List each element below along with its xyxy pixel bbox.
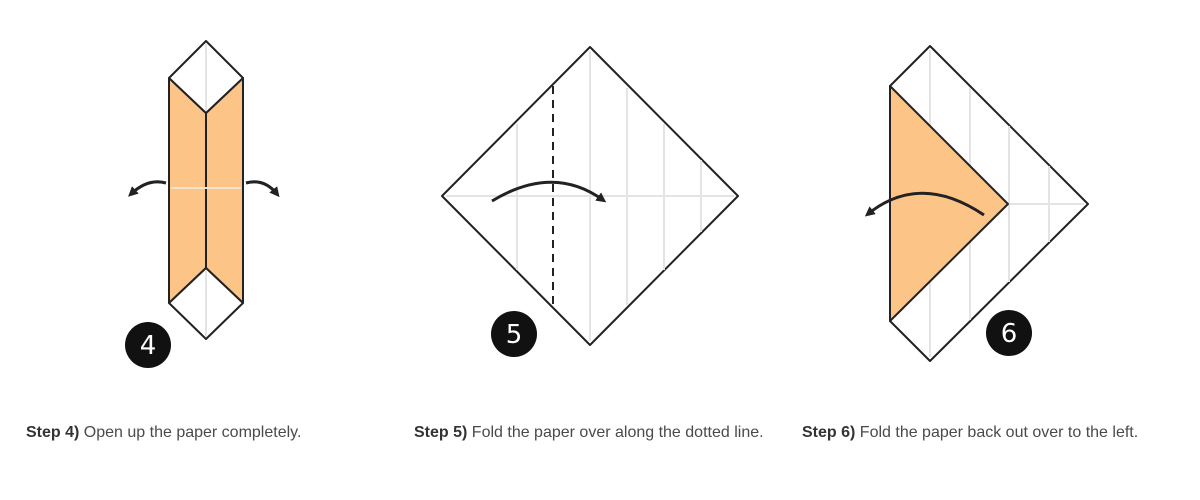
- origami-diagram: 4 5 6: [125, 40, 1089, 368]
- step-4-text: Open up the paper completely.: [83, 424, 302, 441]
- step-4-caption: Step 4) Open up the paper completely.: [26, 418, 386, 447]
- step-4-diagram: 4: [125, 40, 280, 368]
- step-5-badge-number: 5: [506, 320, 523, 350]
- step-5-diagram: 5: [441, 46, 739, 357]
- step-5-creases: [446, 51, 734, 341]
- step-5-caption: Step 5) Fold the paper over along the do…: [414, 418, 774, 447]
- step-5-text: Fold the paper over along the dotted lin…: [471, 424, 764, 441]
- step-4-badge: [125, 322, 171, 368]
- step-4-left-arrow: [128, 180, 167, 197]
- step-4-left-flap: [168, 77, 207, 304]
- step-5-fold-arrow: [491, 180, 607, 203]
- step-5-label: Step 5): [414, 424, 468, 441]
- step-6-fold-arrow: [864, 191, 985, 217]
- step-4-right-flap: [205, 77, 244, 304]
- step-5-badge: [491, 311, 537, 357]
- step-6-badge-number: 6: [1001, 319, 1018, 349]
- step-6-badge: [986, 310, 1032, 356]
- step-6-folded-flap: [889, 85, 1009, 322]
- step-6-diagram: 6: [864, 45, 1089, 362]
- step-4-right-arrow: [245, 180, 280, 198]
- step-4-badge-number: 4: [140, 331, 157, 361]
- step-4-label: Step 4): [26, 424, 80, 441]
- step-6-label: Step 6): [802, 424, 856, 441]
- step-6-caption: Step 6) Fold the paper back out over to …: [802, 418, 1162, 447]
- step-6-text: Fold the paper back out over to the left…: [859, 424, 1139, 441]
